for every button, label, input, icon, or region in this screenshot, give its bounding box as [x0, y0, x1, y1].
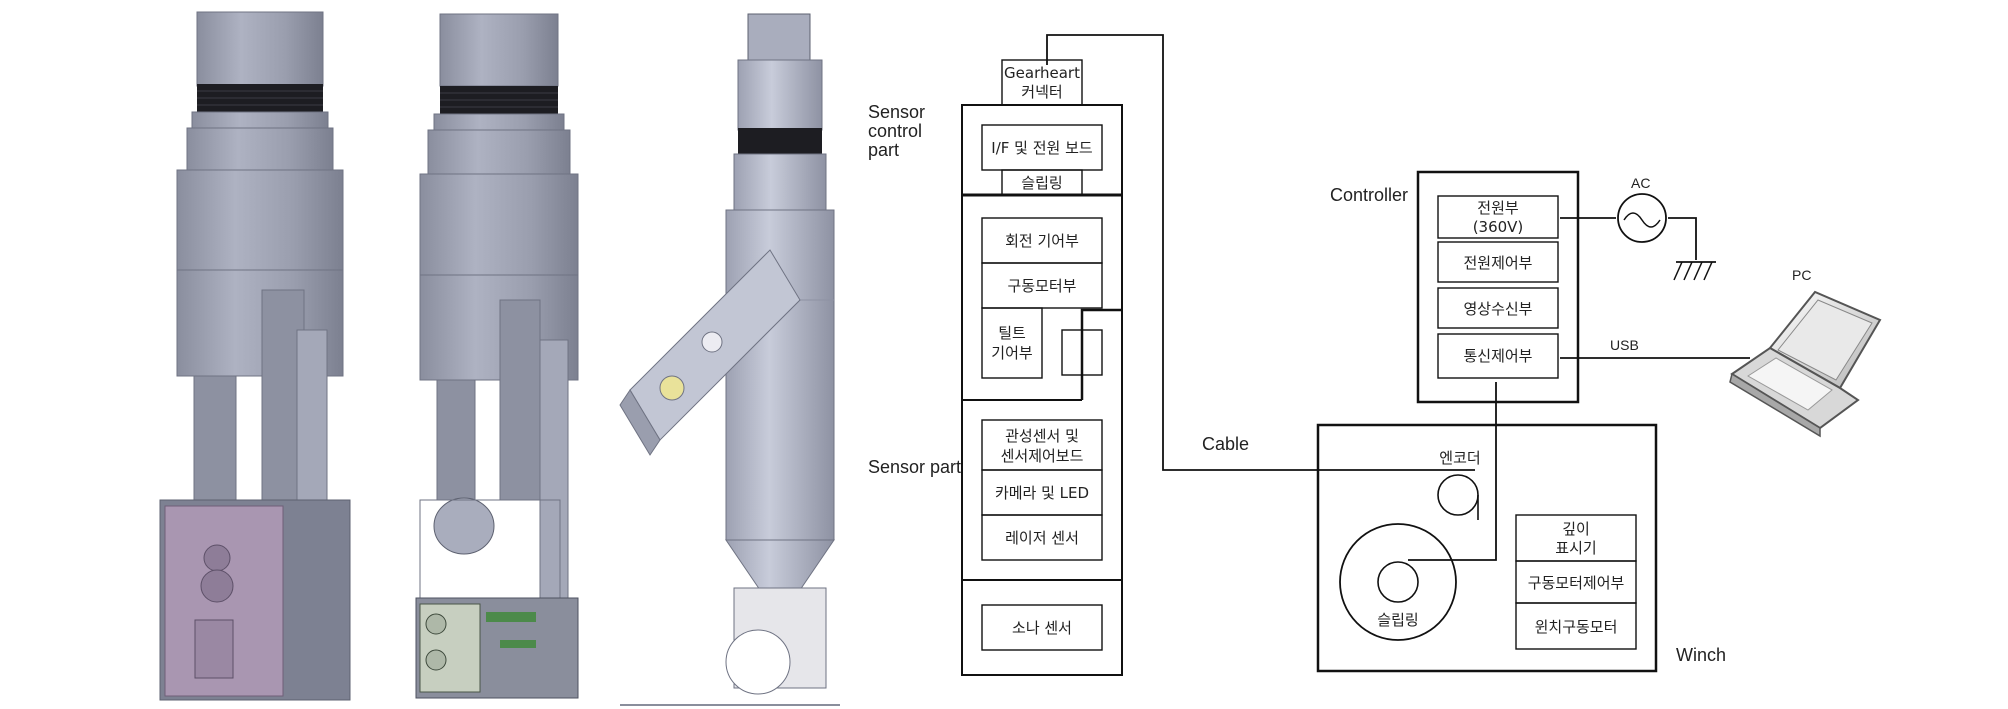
power-control-box [1437, 241, 1559, 283]
device-render-tilted [619, 13, 840, 706]
winch-box [1316, 423, 1658, 673]
sensor-part-label: Sensor part [868, 457, 961, 477]
device-render-front [159, 11, 351, 701]
tilt-gear-box [981, 307, 1043, 379]
inertial-sensor-text-1: 관성센서 및 [1005, 427, 1079, 445]
controller-box [1416, 170, 1580, 404]
sonar-sensor-text: 소나 센서 [1012, 619, 1072, 637]
device-render-cutaway [415, 13, 579, 699]
encoder-text: 엔코더 [1439, 449, 1480, 467]
sensor-control-label-1: Sensor [868, 102, 925, 122]
ac-source-icon [1617, 193, 1667, 243]
slipring-line [1408, 382, 1497, 561]
inertial-sensor-text-2: 센서제어보드 [1001, 447, 1084, 465]
winch-motor-text: 윈치구동모터 [1535, 618, 1618, 636]
depth-display-text-2: 표시기 [1555, 539, 1596, 557]
slipring-top-box [1001, 169, 1083, 196]
rotation-gear-text: 회전 기어부 [1005, 232, 1079, 250]
slipring-top-text: 슬립링 [1021, 174, 1062, 192]
if-board-text: I/F 및 전원 보드 [991, 139, 1093, 157]
controller-label: Controller [1330, 185, 1408, 205]
image-receiver-box [1437, 287, 1559, 329]
winch-motor-box [1515, 602, 1637, 650]
drive-motor-text: 구동모터부 [1007, 277, 1076, 295]
power-control-text: 전원제어부 [1463, 254, 1532, 272]
sonar-sensor-box [981, 604, 1103, 651]
winch-slipring [1377, 561, 1419, 603]
sensor-control-label-2: control [868, 121, 922, 141]
comm-control-box [1437, 333, 1559, 379]
sensor-control-label-3: part [868, 140, 899, 160]
laser-sensor-text: 레이저 센서 [1005, 529, 1079, 547]
encoder-drum [1437, 474, 1479, 516]
gearheart-box [1001, 59, 1083, 106]
laptop-icon [1729, 290, 1882, 438]
drive-motor-control-text: 구동모터제어부 [1528, 574, 1625, 592]
cable-label: Cable [1202, 434, 1249, 454]
winch-label: Winch [1676, 645, 1726, 665]
tilt-gear-text-2: 기어부 [991, 344, 1033, 362]
usb-label: USB [1610, 337, 1639, 353]
camera-led-text: 카메라 및 LED [995, 484, 1089, 502]
image-receiver-text: 영상수신부 [1463, 300, 1532, 318]
laser-sensor-box [981, 514, 1103, 561]
winch-drum [1339, 523, 1457, 641]
ac-label: AC [1631, 175, 1650, 191]
power-unit-box [1437, 195, 1559, 239]
comm-control-text: 통신제어부 [1463, 347, 1532, 365]
winch-slipring-text: 슬립링 [1377, 611, 1418, 629]
power-unit-text-1: 전원부 [1477, 199, 1519, 217]
depth-display-text-1: 깊이 [1562, 520, 1590, 538]
gearheart-text-2: 커넥터 [1021, 83, 1062, 101]
tilt-motor-box [1061, 329, 1103, 376]
power-unit-text-2: (360V) [1473, 218, 1524, 236]
gearheart-text-1: Gearheart [1004, 64, 1080, 82]
block-diagram [961, 34, 1750, 676]
tilt-gear-text-1: 틸트 [998, 324, 1026, 342]
cable-line [1046, 34, 1475, 471]
pc-label: PC [1792, 267, 1811, 283]
